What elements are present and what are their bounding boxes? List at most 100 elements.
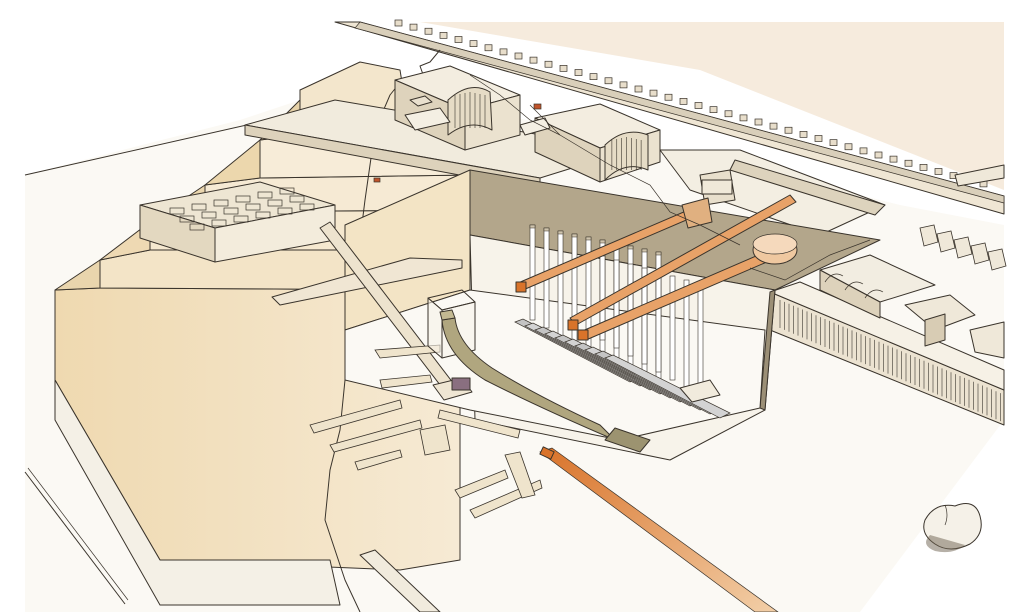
shaft [655, 271, 662, 373]
crenel [604, 77, 613, 85]
underground-galleries [271, 221, 543, 519]
crenel [829, 139, 838, 146]
gallery-corridor [379, 374, 433, 389]
tomb-room [255, 211, 271, 219]
crenel [889, 155, 898, 163]
crenel [469, 40, 478, 47]
wall-crenellation [394, 19, 988, 188]
shaft [669, 275, 676, 381]
crenel [739, 114, 748, 122]
gallery-corridor [309, 399, 403, 434]
heb-sed-chapels [819, 164, 1007, 359]
crenel [589, 73, 598, 80]
crenel [424, 27, 433, 35]
tomb-room [245, 203, 261, 211]
pit-right-face [759, 289, 776, 411]
crenel [394, 19, 403, 27]
boulder [923, 503, 982, 553]
tomb-room [233, 215, 249, 223]
tomb-room [289, 195, 305, 203]
crenel [844, 143, 853, 151]
crenel [724, 110, 733, 118]
crenel [754, 118, 763, 126]
tomb-room-grid [169, 187, 315, 231]
chapel [970, 242, 990, 265]
shaft [529, 224, 536, 321]
crenel [634, 85, 643, 93]
crenel [664, 93, 673, 101]
shaft-end-block-1 [515, 281, 527, 293]
crenel [649, 89, 658, 97]
tomb-room [279, 187, 295, 195]
tomb-room [235, 195, 251, 203]
tomb-room [277, 207, 293, 215]
tomb-room [267, 199, 283, 207]
crenel [874, 151, 883, 159]
crenel [544, 60, 553, 68]
crenel [574, 69, 583, 76]
pyramid-base [54, 379, 341, 606]
crenel [859, 147, 868, 155]
magazine-gallery [604, 354, 731, 419]
crenel [784, 126, 793, 134]
tomb-room [201, 211, 217, 219]
crenel [799, 131, 808, 138]
tomb-room [191, 203, 207, 211]
crenel [409, 23, 418, 31]
chapel [953, 236, 973, 259]
east-colonnade-wall [769, 281, 1005, 426]
gallery-corridor [504, 451, 536, 499]
enclosure-outline-left [24, 121, 261, 176]
crenel [619, 81, 628, 89]
tomb-room [169, 207, 185, 215]
crenel [694, 102, 703, 109]
sarcophagus [451, 377, 471, 391]
crenel [484, 44, 493, 52]
gallery-corridor [419, 424, 451, 456]
orange-access-shafts [515, 194, 798, 341]
gallery-corridor [437, 409, 521, 439]
shaft [557, 230, 564, 337]
chapel [936, 230, 956, 253]
shaft-end-block-3 [577, 329, 589, 341]
gallery-corridor [329, 419, 423, 453]
crenel [679, 98, 688, 105]
tomb-room [179, 215, 195, 223]
crenel [499, 48, 508, 56]
descending-tunnel [441, 317, 616, 441]
chapel [919, 224, 939, 247]
east-court-buildings [659, 149, 886, 236]
crenel [919, 164, 928, 171]
gallery-corridor [454, 469, 509, 499]
shaft [697, 283, 704, 397]
enclosure-wall [334, 19, 1005, 215]
storage-galleries [514, 318, 731, 419]
crenel [709, 106, 718, 113]
crenel [439, 32, 448, 39]
pit-outlet-structure [679, 379, 721, 403]
crenel [769, 122, 778, 130]
tomb-room [213, 199, 229, 207]
tomb-room [223, 207, 239, 215]
chapel [987, 248, 1007, 271]
tomb-room [299, 203, 315, 211]
crenel [814, 135, 823, 142]
marker-red-3 [373, 177, 381, 183]
marker-red-1 [533, 103, 542, 110]
desert-ground [310, 22, 1004, 190]
tomb-room [189, 223, 205, 231]
gallery-corridor [354, 449, 403, 471]
crenel [514, 52, 523, 60]
route-line-2 [469, 74, 561, 136]
south-enclosure-wall [359, 549, 441, 612]
crenel [934, 168, 943, 175]
south-tomb-structure [139, 181, 336, 263]
causeway-lower-left [24, 471, 126, 605]
shaft-entrance-block [539, 446, 555, 460]
crenel [454, 36, 463, 43]
tomb-room [211, 219, 227, 227]
tomb-room [257, 191, 273, 199]
crenel [529, 56, 538, 64]
shaft-end-block-2 [567, 319, 579, 331]
